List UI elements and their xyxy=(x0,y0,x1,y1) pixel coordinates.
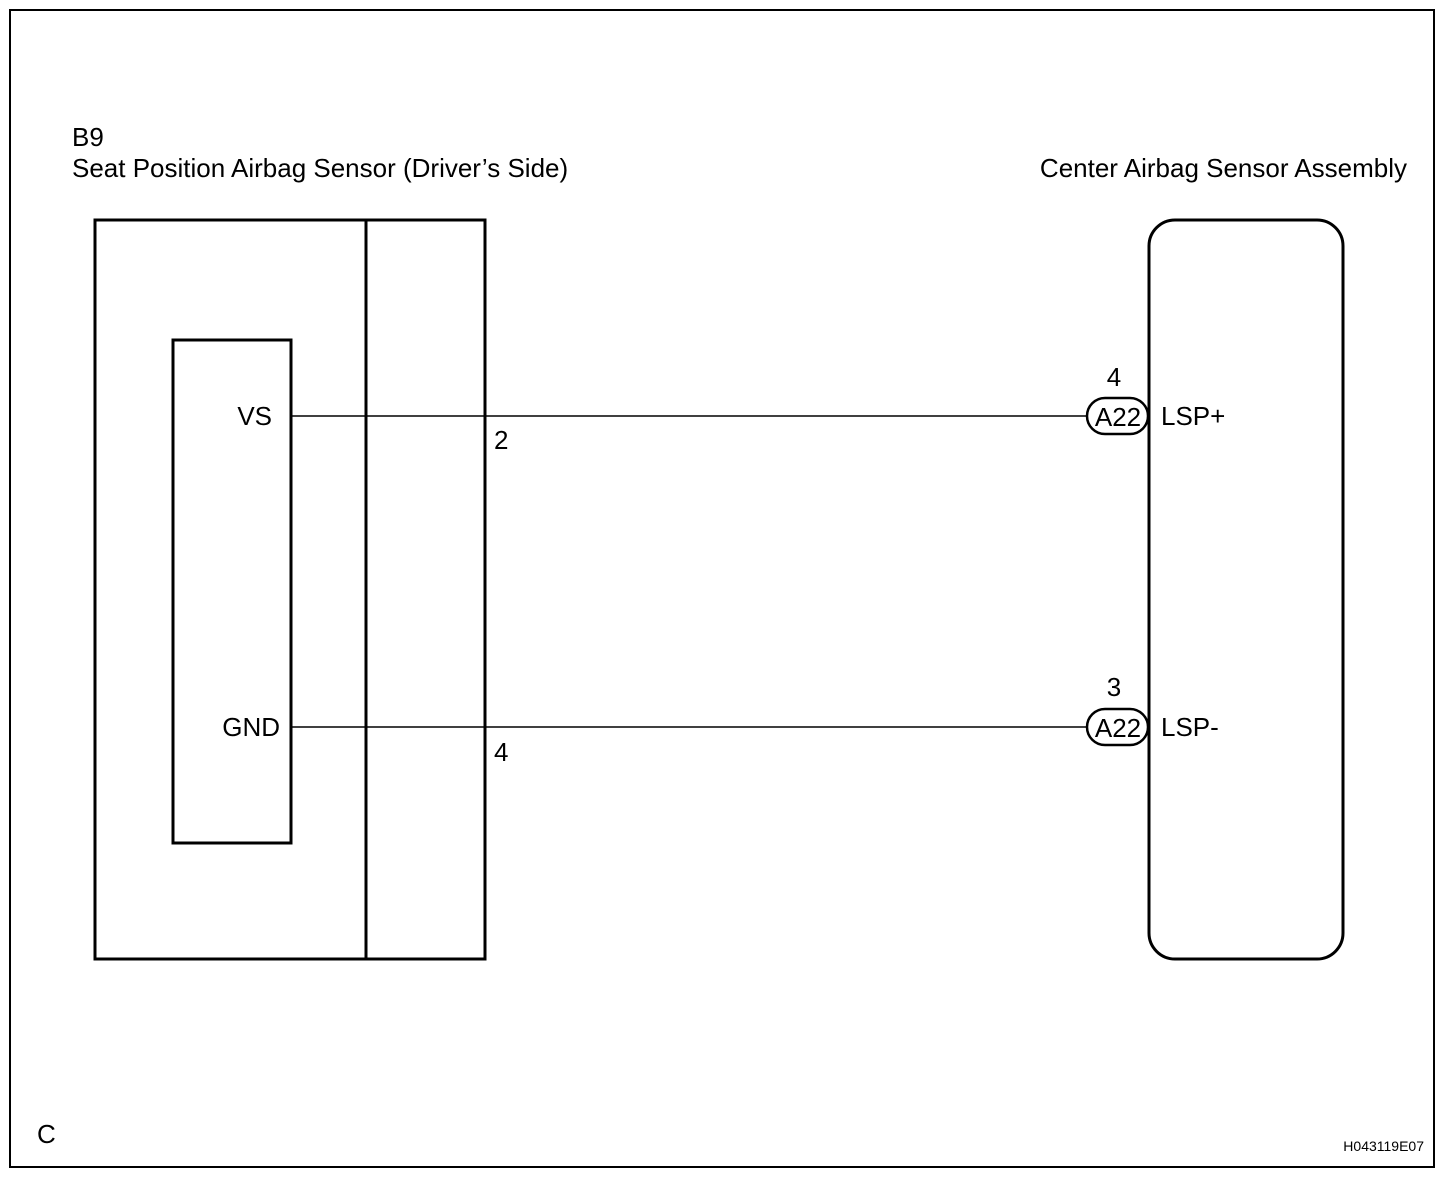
pin-signal-lsp-plus: LSP+ xyxy=(1161,401,1225,431)
pin-number-4-right: 4 xyxy=(1107,362,1121,392)
corner-letter: C xyxy=(37,1119,56,1149)
pin-signal-lsp-minus: LSP- xyxy=(1161,712,1219,742)
figure-code: H043119E07 xyxy=(1343,1138,1424,1154)
connector-id-a22-top: A22 xyxy=(1095,402,1141,432)
left-connector-id: B9 xyxy=(72,122,104,152)
pin-signal-gnd: GND xyxy=(222,712,280,742)
sensor-element-box xyxy=(171,338,293,845)
connector-badge-a22-bottom xyxy=(1085,707,1150,747)
connector-id-a22-bottom: A22 xyxy=(1095,713,1141,743)
seat-position-sensor-box xyxy=(93,218,487,961)
pin-number-4-left: 4 xyxy=(494,737,508,767)
pin-number-2: 2 xyxy=(494,425,508,455)
center-airbag-sensor-box xyxy=(1147,218,1345,961)
right-component-name: Center Airbag Sensor Assembly xyxy=(1040,153,1407,183)
diagram-frame xyxy=(9,9,1435,1168)
pin-signal-vs: VS xyxy=(237,401,272,431)
pin-number-3-right: 3 xyxy=(1107,672,1121,702)
left-component-name: Seat Position Airbag Sensor (Driver’s Si… xyxy=(72,153,568,183)
connector-badge-a22-top xyxy=(1085,396,1150,436)
